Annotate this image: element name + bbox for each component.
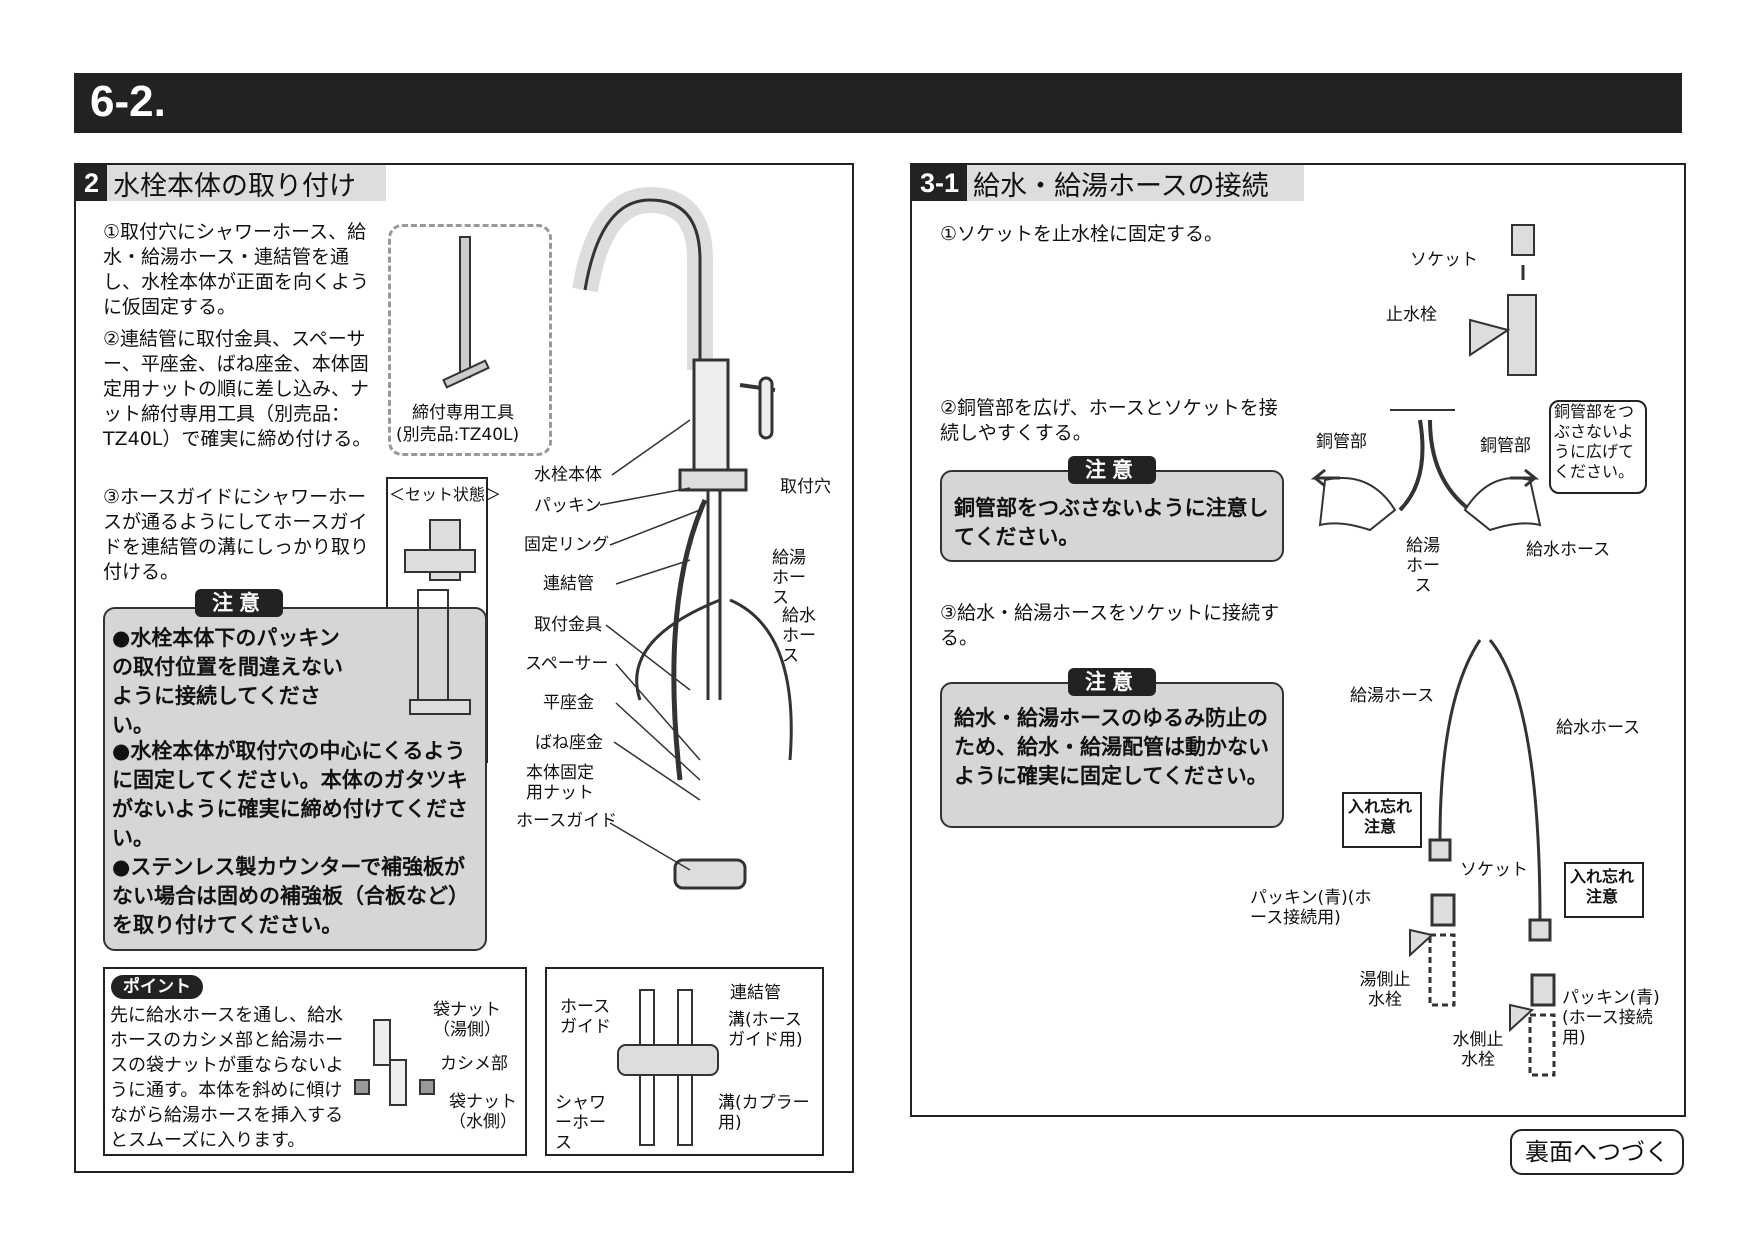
s31-copper-left: 銅管部 <box>1316 432 1367 452</box>
caution-label-left: 注意 <box>195 589 283 617</box>
step-1-text: ①取付穴にシャワーホース、給水・給湯ホース・連結管を通し、水栓本体が正面を向くよ… <box>103 221 370 318</box>
point-text: 先に給水ホースを通し、給水ホースのカシメ部と給湯ホースの袋ナットが重ならないよう… <box>110 1005 344 1151</box>
label-spring-washer: ばね座金 <box>535 733 603 753</box>
s31-hot-stop: 湯側止水栓 <box>1359 970 1411 1010</box>
continue-button[interactable]: 裏面へつづく <box>1510 1129 1684 1175</box>
label-pipe: 連結管 <box>543 574 594 594</box>
tool-box <box>388 224 552 456</box>
step-2-text: ②連結管に取付金具、スペーサー、平座金、ばね座金、本体固定用ナットの順に差し込み… <box>103 328 372 450</box>
label-hot-hose: 給湯ホース <box>772 548 806 608</box>
s31-socket: ソケット <box>1410 250 1478 270</box>
caution-1-text: ●水栓本体下のパッキンの取付位置を間違えないように接続してください。 <box>112 626 343 737</box>
caution-label-right-2: 注意 <box>1068 668 1156 696</box>
section-3-1-panel <box>910 163 1686 1117</box>
s31-cold-stop: 水側止水栓 <box>1452 1030 1504 1070</box>
s31-packing-1: パッキン(青)(ホース接続用) <box>1250 888 1372 928</box>
section-3-1-heading: 給水・給湯ホースの接続 <box>973 170 1269 202</box>
section-2-title: 2 水栓本体の取り付け <box>76 165 386 202</box>
copper-bubble <box>1549 400 1647 494</box>
dont-forget-box-2 <box>1564 862 1644 918</box>
dont-forget-box-1 <box>1342 792 1422 848</box>
section-3-1-title: 3-1 給水・給湯ホースの接続 <box>912 165 1304 202</box>
label-hose-guide: ホースガイド <box>516 811 618 831</box>
point-label: ポイント <box>111 975 203 999</box>
point-kashime: カシメ部 <box>440 1054 508 1074</box>
s31-step-2: ②銅管部を広げ、ホースとソケットを接続しやすくする。 <box>940 397 1278 444</box>
section-2-badge: 2 <box>76 165 108 201</box>
s31-copper-right: 銅管部 <box>1480 436 1531 456</box>
copper-bubble-text: 銅管部をつぶさないように広げてください。 <box>1554 402 1635 481</box>
page-number: 6-2. <box>90 77 166 126</box>
detail-groove-guide: 溝(ホースガイド用) <box>728 1010 803 1050</box>
tool-label: 締付専用工具 <box>412 403 514 423</box>
detail-shower-hose: シャワーホース <box>555 1093 606 1153</box>
caution-2-text: ●水栓本体が取付穴の中心にくるように固定してください。本体のガタツキがないように… <box>112 739 468 850</box>
detail-hose-guide: ホースガイド <box>560 997 611 1037</box>
dont-forget-1: 入れ忘れ注意 <box>1347 797 1412 836</box>
label-body: 水栓本体 <box>534 465 602 485</box>
s31-cold-hose-1: 給水ホース <box>1526 540 1611 560</box>
s31-cold-hose-2: 給水ホース <box>1556 718 1641 738</box>
detail-pipe: 連結管 <box>730 983 781 1003</box>
s31-step-1: ①ソケットを止水栓に固定する。 <box>940 223 1224 245</box>
s31-stopcock: 止水栓 <box>1386 305 1437 325</box>
s31-hot-hose-2: 給湯ホース <box>1350 686 1435 706</box>
step-3-text: ③ホースガイドにシャワーホースが通るようにしてホースガイドを連結管の溝にしっかり… <box>103 486 370 583</box>
label-cold-hose: 給水ホース <box>782 606 816 666</box>
dont-forget-2: 入れ忘れ注意 <box>1569 867 1634 906</box>
detail-groove-coupler: 溝(カプラー用) <box>718 1093 810 1133</box>
s31-hot-hose-1: 給湯ホース <box>1406 536 1440 596</box>
s31-packing-2: パッキン(青)(ホース接続用) <box>1562 988 1660 1048</box>
label-packing: パッキン <box>534 496 602 516</box>
s31-socket-2: ソケット <box>1460 860 1528 880</box>
s31-step-3: ③給水・給湯ホースをソケットに接続する。 <box>940 602 1280 649</box>
section-2-heading: 水栓本体の取り付け <box>113 170 357 202</box>
point-nut-hot: 袋ナット（湯側） <box>433 1000 501 1040</box>
section-3-1-badge: 3-1 <box>912 165 968 201</box>
label-ring: 固定リング <box>524 535 609 555</box>
label-flat-washer: 平座金 <box>543 693 594 713</box>
label-spacer: スペーサー <box>525 654 609 674</box>
caution-right-1-text: 銅管部をつぶさないように注意してください。 <box>954 496 1269 549</box>
label-hole: 取付穴 <box>780 477 831 497</box>
caution-3-text: ●ステンレス製カウンターで補強板がない場合は固めの補強板（合板など）を取り付けて… <box>112 855 469 937</box>
point-box <box>103 967 527 1156</box>
point-nut-cold: 袋ナット（水側） <box>449 1092 517 1132</box>
set-state-label: ＜セット状態＞ <box>389 485 502 504</box>
label-bracket: 取付金具 <box>534 615 602 635</box>
caution-right-2-text: 給水・給湯ホースのゆるみ防止のため、給水・給湯配管は動かないように確実に固定して… <box>954 706 1269 788</box>
caution-label-right-1: 注意 <box>1068 456 1156 484</box>
label-nut: 本体固定用ナット <box>526 763 594 803</box>
tool-sublabel: (別売品:TZ40L) <box>396 425 520 445</box>
guide-detail-box <box>545 967 824 1156</box>
page-header: 6-2. <box>74 73 1682 133</box>
